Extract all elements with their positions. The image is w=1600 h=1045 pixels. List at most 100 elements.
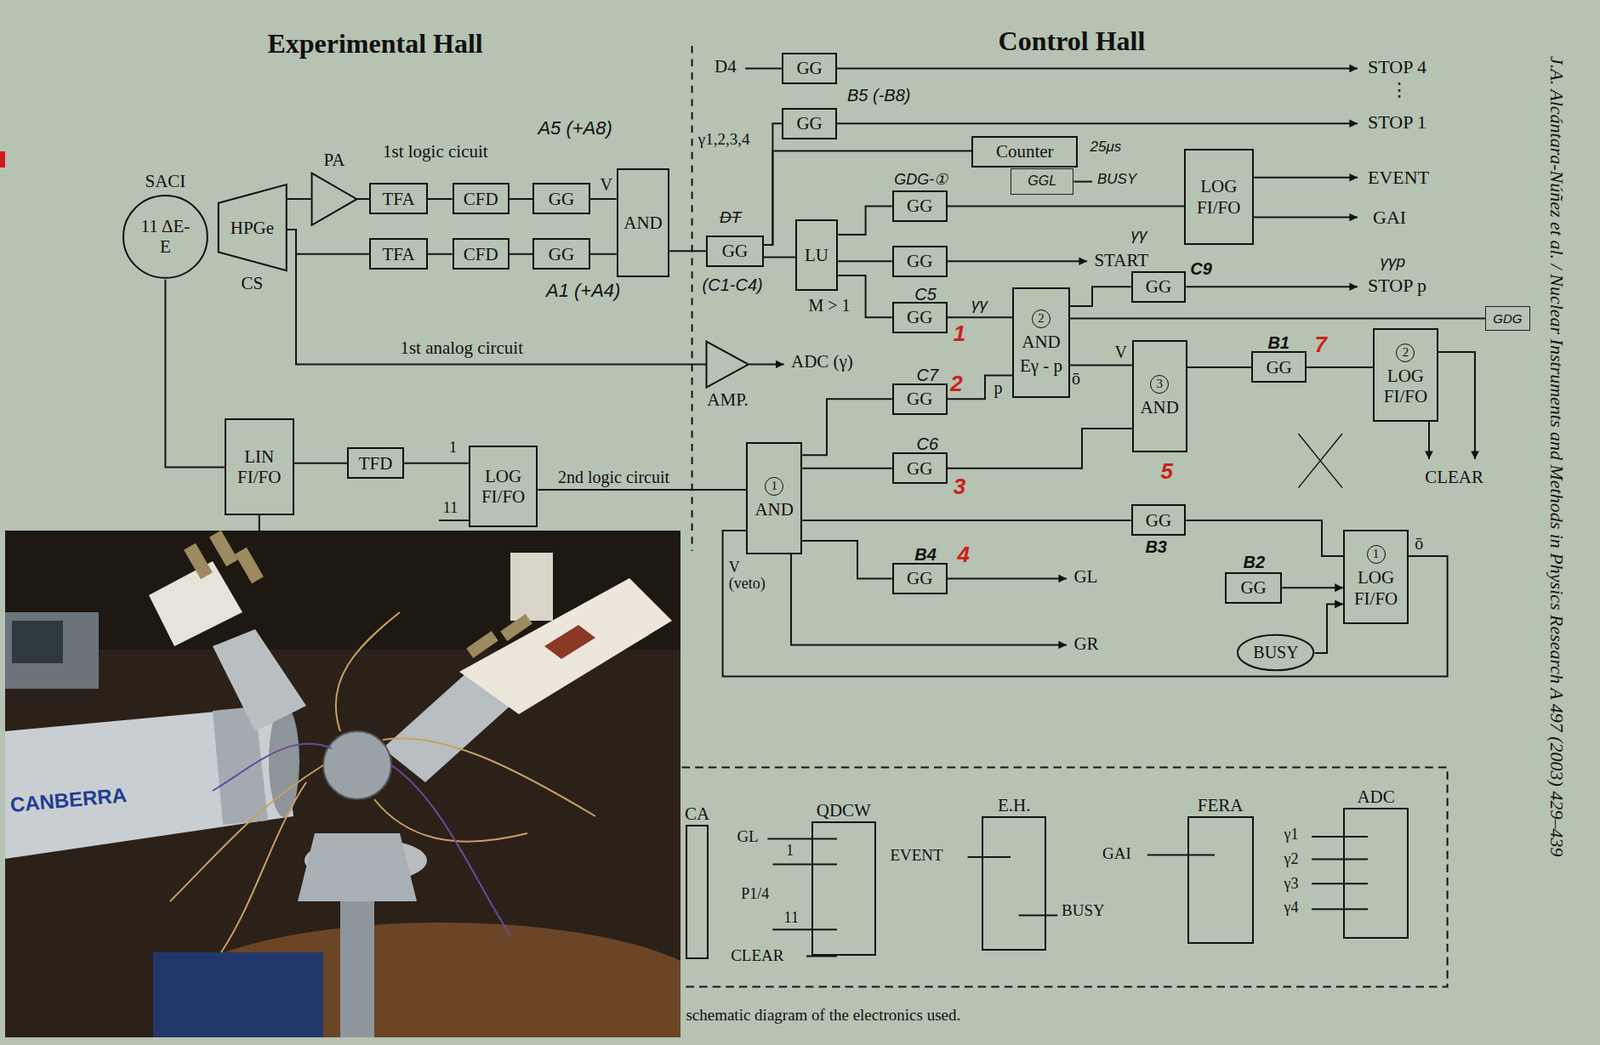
node-text: GG	[1240, 577, 1266, 598]
wire	[837, 122, 1358, 125]
node-text: AND	[623, 212, 663, 234]
photo-content-part	[544, 625, 596, 660]
node-text: GG	[1145, 510, 1172, 531]
wire	[258, 515, 261, 531]
label-text: 1	[785, 842, 794, 860]
label-text: J.A. Alcántara-Núñez et al. / Nuclear In…	[1546, 56, 1567, 857]
signal-wire	[427, 253, 453, 256]
label-text: STOP p	[1367, 275, 1427, 297]
cross-mark	[1298, 433, 1343, 489]
label-text: B3	[1144, 537, 1168, 557]
node-text: GG	[906, 568, 933, 589]
node-text: AND	[754, 499, 794, 520]
label-text: P1/4	[740, 886, 769, 904]
label-text: GDG-①	[893, 171, 948, 189]
signal-wire	[947, 316, 1014, 319]
photo-content-part	[297, 833, 417, 902]
logic-box: GG	[892, 190, 948, 223]
label-text: DT	[719, 209, 741, 228]
node-heading: FERA	[1197, 796, 1244, 816]
node-text: Counter	[996, 141, 1054, 162]
signal-wire	[1070, 364, 1133, 367]
wire	[1438, 352, 1475, 460]
handwritten-box: GGL	[1010, 168, 1074, 195]
logic-box: GG	[1251, 351, 1307, 383]
node-text: GG	[1265, 357, 1292, 378]
label-text: A5 (+A8)	[537, 118, 612, 139]
logic-box: 1LOG FI/FO	[1343, 529, 1409, 626]
logic-box: 1AND	[745, 442, 803, 555]
circled-number: 3	[1150, 375, 1169, 394]
signal-wire	[802, 398, 893, 456]
label-text: Experimental Hall	[267, 28, 483, 59]
photo-content-part	[153, 952, 324, 1038]
label-text: START	[1093, 250, 1149, 271]
input-lines	[1147, 854, 1215, 857]
logic-box: QDCW	[811, 821, 877, 957]
logic-box: GG	[892, 245, 948, 278]
outline	[312, 172, 358, 225]
wire-label: 2nd logic circuit	[556, 467, 672, 487]
node-text: GGL	[1027, 173, 1057, 189]
label-text: ⋮	[1389, 79, 1409, 101]
wire	[438, 519, 469, 522]
node-text: TFA	[382, 188, 416, 210]
outline	[123, 195, 208, 279]
photo-content	[5, 530, 681, 1038]
signal-wire	[294, 462, 348, 465]
node-text: GG	[796, 113, 822, 134]
signal-wire	[1185, 520, 1344, 557]
node-text: GG	[906, 307, 933, 328]
node-text: AND	[1021, 331, 1061, 353]
node-heading: QDCW	[816, 801, 872, 821]
signal-wire	[509, 198, 534, 200]
photo-content-part	[212, 744, 511, 936]
node-heading: PA	[324, 150, 346, 171]
photo-content-part	[5, 612, 99, 689]
wire	[1253, 176, 1358, 179]
node-text: GG	[906, 250, 933, 272]
label-text: B2	[1243, 552, 1266, 572]
logic-box: TFD	[347, 447, 405, 479]
photo-content-part	[11, 620, 63, 664]
label-text: 11	[784, 910, 799, 928]
logic-box: LIN FI/FO	[224, 418, 295, 516]
node-text: GG	[906, 388, 933, 410]
readout-frame	[682, 767, 1448, 987]
wire	[1428, 421, 1430, 460]
photo-content-part	[459, 578, 672, 715]
logic-box: ADC	[1343, 808, 1409, 940]
logic-box: CFD	[452, 238, 510, 270]
label-text: (C1-C4)	[702, 275, 763, 295]
logic-box: TFA	[369, 182, 428, 215]
label-text: GL	[736, 828, 758, 847]
logic-box: GG	[892, 301, 948, 334]
photo-content-part	[466, 631, 499, 659]
node-heading: AMP.	[706, 390, 748, 410]
node-text: GDG	[1492, 311, 1522, 326]
label-text: B4	[914, 545, 937, 564]
label-text: 1st analog circuit	[399, 338, 524, 359]
label-text: BUSY	[1061, 902, 1105, 921]
node-text: GG	[906, 195, 933, 217]
shape-outline	[311, 172, 358, 226]
logic-box: LOG FI/FO	[1184, 148, 1254, 245]
circled-number: 1	[764, 477, 784, 496]
wire	[1185, 285, 1358, 288]
signal-wire	[537, 489, 746, 491]
label-text: γγp	[1379, 253, 1406, 272]
detector-circle: SACI11 ΔE-E	[122, 193, 209, 280]
logic-box: Counter	[971, 136, 1078, 168]
handwritten-box: GDG	[1485, 306, 1531, 331]
label-text: V (veto)	[728, 559, 777, 594]
label-text: C7	[916, 365, 940, 385]
input-lines	[1311, 837, 1368, 910]
signal-wire	[1070, 286, 1132, 307]
node-text: HPGe	[230, 217, 274, 239]
wire	[791, 554, 1067, 646]
signal-wire	[165, 279, 225, 468]
node-text: LIN FI/FO	[226, 446, 293, 488]
